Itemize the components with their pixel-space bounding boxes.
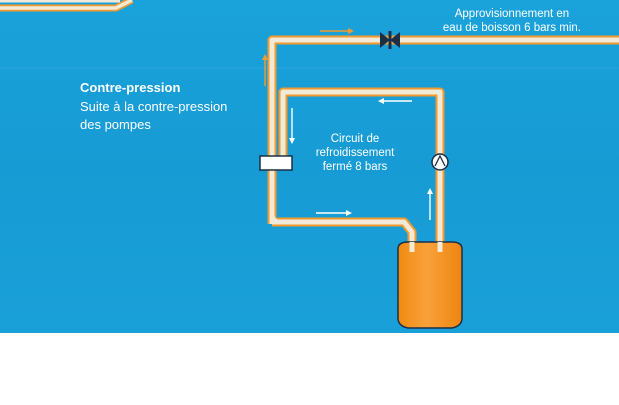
arrow-right-orange-icon bbox=[320, 28, 354, 34]
circuit-label: Circuit de refroidissement fermé 8 bars bbox=[300, 132, 410, 174]
arrow-down-icon bbox=[289, 108, 295, 144]
supply-label: Approvisionnement en eau de boisson 6 ba… bbox=[443, 7, 581, 35]
backpressure-line1: Suite à la contre-pression bbox=[80, 99, 228, 114]
background-panel bbox=[0, 0, 619, 333]
storage-tank-icon bbox=[397, 241, 463, 329]
arrow-up-orange-icon bbox=[262, 54, 268, 86]
backpressure-line2: des pompes bbox=[80, 117, 151, 132]
flow-arrows bbox=[289, 98, 433, 220]
arrow-left-icon bbox=[378, 98, 412, 104]
circuit-label-line2: refroidissement bbox=[315, 147, 395, 159]
circuit-label-line3: fermé 8 bars bbox=[322, 161, 388, 173]
heat-exchanger-block bbox=[259, 155, 293, 171]
supply-label-line2: eau de boisson 6 bars min. bbox=[442, 22, 581, 34]
backpressure-description: Suite à la contre-pression des pompes bbox=[80, 98, 227, 134]
arrow-up-icon bbox=[427, 188, 433, 220]
circuit-label-line1: Circuit de bbox=[330, 133, 380, 145]
arrow-right-icon bbox=[316, 210, 352, 216]
supply-label-line1: Approvisionnement en bbox=[454, 8, 570, 20]
corner-pipe-decoration bbox=[0, 0, 134, 12]
pump-icon bbox=[431, 153, 449, 171]
supply-flow-arrows bbox=[262, 28, 354, 86]
check-valve-icon bbox=[380, 31, 400, 49]
backpressure-title: Contre-pression bbox=[80, 80, 181, 95]
